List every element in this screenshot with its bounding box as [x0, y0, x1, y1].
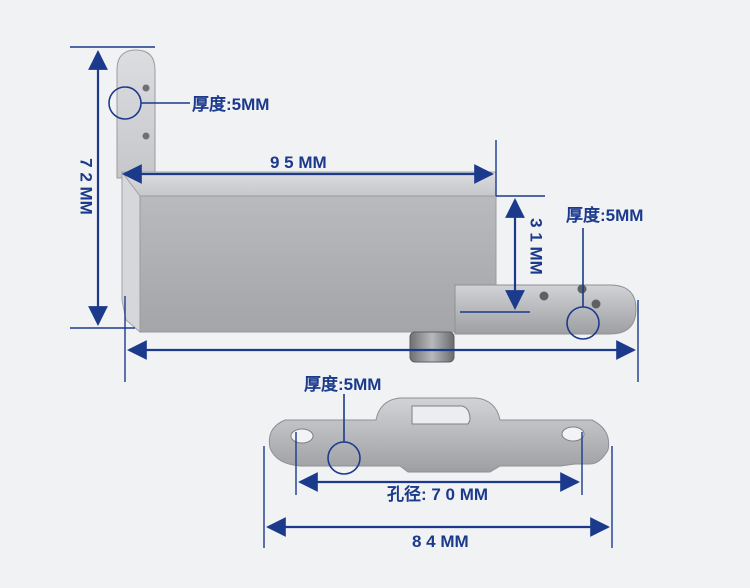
- box-left-edge: [121, 170, 141, 334]
- plate-hole-2: [577, 284, 587, 294]
- lower-plate-center-slot: [411, 405, 471, 425]
- thickness-label-bottom: 厚度:5MM: [304, 375, 382, 394]
- thickness-label-top: 厚度:5MM: [192, 95, 270, 114]
- hole-pitch-70-label: 孔径: 7 0 MM: [387, 485, 489, 504]
- thickness-label-right: 厚度:5MM: [566, 206, 644, 225]
- plate-hole-1: [539, 291, 549, 301]
- lower-plate: [268, 397, 610, 473]
- length-84-label: 8 4 MM: [412, 532, 469, 551]
- tab-hole-1: [142, 84, 150, 92]
- tab-hole-2: [142, 132, 150, 140]
- lower-plate-part: [268, 397, 610, 473]
- height-72-label: 7 2 MM: [76, 158, 96, 215]
- box-front-face: [139, 195, 497, 333]
- dimension-lines: [70, 46, 639, 548]
- box-top-face: [121, 171, 497, 197]
- bottom-plate: [454, 284, 637, 335]
- pivot-pin: [409, 331, 455, 363]
- plate-hole-3: [591, 299, 601, 309]
- lower-plate-hole-left: [290, 428, 314, 444]
- lower-plate-hole-right: [561, 426, 585, 442]
- length-95-label: 9 5 MM: [270, 153, 327, 172]
- height-31-label: 3 1 MM: [526, 218, 546, 275]
